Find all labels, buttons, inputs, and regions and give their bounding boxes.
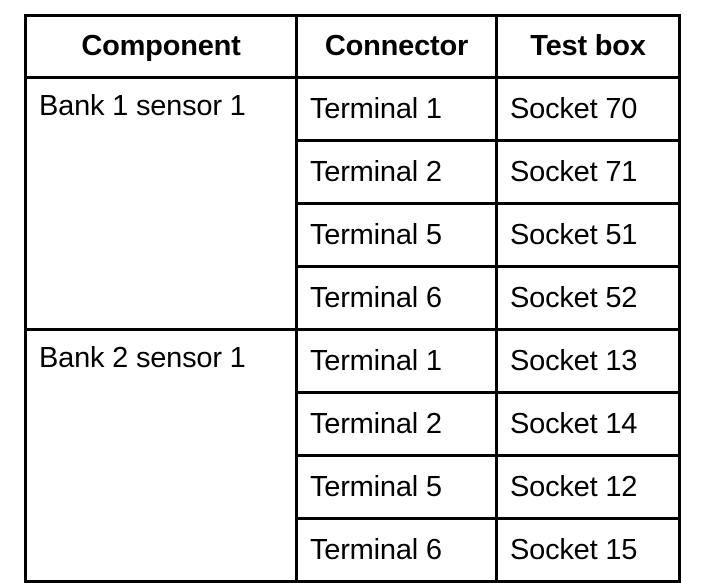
component-cell: Bank 1 sensor 1	[24, 76, 298, 331]
column-header-connector: Connector	[295, 14, 498, 79]
table-row: Bank 1 sensor 1 Terminal 1 Socket 70	[24, 76, 681, 331]
test-box-cell: Socket 13	[495, 328, 681, 394]
test-box-cell: Socket 12	[495, 454, 681, 520]
connector-cell: Terminal 5	[295, 202, 498, 268]
connector-cell: Terminal 6	[295, 517, 498, 583]
connector-cell: Terminal 2	[295, 391, 498, 457]
table-row: Terminal 2 Socket 71	[26, 139, 681, 205]
connector-cell: Terminal 6	[295, 265, 498, 331]
test-box-cell: Socket 15	[495, 517, 681, 583]
table-row: Terminal 2 Socket 14	[26, 391, 681, 457]
test-box-cell: Socket 52	[495, 265, 681, 331]
component-cell: Bank 2 sensor 1	[24, 328, 298, 583]
connector-cell: Terminal 2	[295, 139, 498, 205]
header-row: Component Connector Test box	[24, 14, 681, 79]
table-body: Bank 1 sensor 1 Terminal 1 Socket 70 Ter…	[24, 76, 681, 583]
table-row: Terminal 6 Socket 52	[26, 265, 681, 331]
connector-cell: Terminal 5	[295, 454, 498, 520]
column-header-test-box: Test box	[495, 14, 681, 79]
column-header-component: Component	[24, 14, 298, 79]
test-box-cell: Socket 71	[495, 139, 681, 205]
table-row: Bank 2 sensor 1 Terminal 1 Socket 13	[24, 328, 681, 583]
connector-cell: Terminal 1	[295, 328, 498, 394]
wiring-reference-table: Component Connector Test box Bank 1 sens…	[24, 14, 681, 583]
table-header: Component Connector Test box	[24, 14, 681, 79]
test-box-cell: Socket 51	[495, 202, 681, 268]
connector-cell: Terminal 1	[295, 76, 498, 142]
test-box-cell: Socket 70	[495, 76, 681, 142]
table-row: Terminal 5 Socket 12	[26, 454, 681, 520]
table-row: Terminal 5 Socket 51	[26, 202, 681, 268]
test-box-cell: Socket 14	[495, 391, 681, 457]
